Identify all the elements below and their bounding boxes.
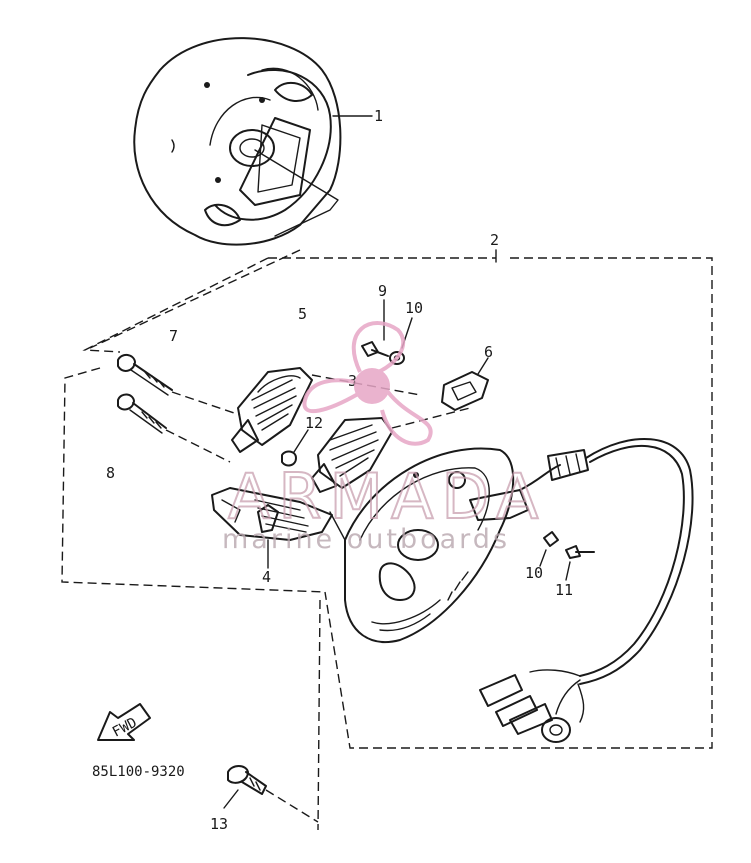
fwd-arrow-icon: FWD bbox=[97, 703, 151, 741]
watermark-tagline: marine outboards bbox=[222, 524, 510, 555]
coil-part-4 bbox=[211, 487, 333, 569]
part-code: 85L100-9320 bbox=[92, 764, 185, 780]
callout-5: 5 bbox=[298, 305, 307, 323]
screw-part-7 bbox=[117, 354, 241, 416]
callout-11: 11 bbox=[555, 581, 573, 599]
callout-8: 8 bbox=[106, 464, 115, 482]
flywheel-part bbox=[133, 37, 373, 246]
callout-4: 4 bbox=[262, 568, 271, 586]
coil-part-3 bbox=[311, 407, 471, 493]
callout-9: 9 bbox=[378, 282, 387, 300]
callout-10-upper: 10 bbox=[405, 299, 423, 317]
callout-labels: 1 2 3 4 5 6 7 8 9 10 10 11 12 13 bbox=[106, 107, 573, 833]
watermark-brand: ARMADA bbox=[228, 460, 546, 533]
bolt-part-13 bbox=[223, 765, 319, 823]
coil-part-5 bbox=[231, 367, 421, 453]
callout-13: 13 bbox=[210, 815, 228, 833]
bolt-part-9 bbox=[361, 299, 389, 357]
wire-harness bbox=[479, 438, 694, 743]
watermark: ARMADA marine outboards bbox=[222, 321, 546, 555]
assembly-boundary bbox=[61, 249, 713, 831]
callout-1: 1 bbox=[374, 107, 383, 125]
stator-base-part-2 bbox=[329, 447, 529, 643]
screw-part-8 bbox=[117, 393, 231, 463]
screw-part-11 bbox=[565, 545, 595, 581]
fwd-label: FWD bbox=[110, 715, 140, 741]
callout-6: 6 bbox=[484, 343, 493, 361]
callout-12: 12 bbox=[305, 414, 323, 432]
cap-part-12 bbox=[281, 429, 309, 467]
callout-2: 2 bbox=[490, 231, 499, 249]
callout-7: 7 bbox=[169, 327, 178, 345]
callout-10-lower: 10 bbox=[525, 564, 543, 582]
washer-part-10-lower bbox=[539, 531, 559, 567]
propeller-logo-icon bbox=[302, 321, 433, 446]
clamp-part-6 bbox=[441, 357, 489, 411]
